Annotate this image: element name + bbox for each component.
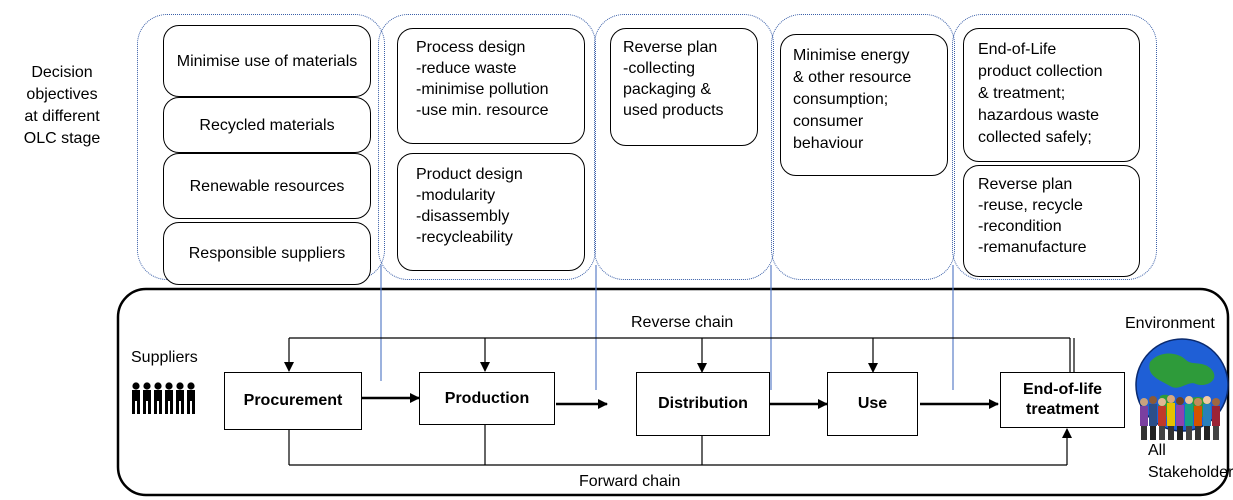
supplier-figure-icon	[154, 382, 162, 414]
supplier-figure-icon	[132, 382, 140, 414]
production-objectives-group	[378, 14, 596, 280]
stakeholders-crowd-icon	[1140, 395, 1220, 440]
objective-box-reverse-plan-collecting: Reverse plan -collecting packaging & use…	[610, 28, 758, 146]
objective-box-minimise-energy: Minimise energy & other resource consump…	[780, 34, 948, 176]
stage-procurement: Procurement	[224, 372, 362, 430]
objective-box-minimise-materials: Minimise use of materials	[163, 25, 371, 97]
suppliers-label: Suppliers	[131, 349, 198, 366]
objective-box-product-design: Product design -modularity -disassembly …	[397, 153, 585, 271]
forward-chain-label: Forward chain	[579, 473, 681, 490]
objective-box-responsible-suppliers: Responsible suppliers	[163, 222, 371, 285]
stage-use: Use	[827, 372, 918, 436]
objective-box-recycled-materials: Recycled materials	[163, 97, 371, 153]
eol-objectives-group	[952, 14, 1157, 280]
stage-end-of-life-treatment: End-of-life treatment	[1000, 372, 1125, 428]
stage-production: Production	[419, 372, 555, 425]
suppliers-figures-icon	[132, 382, 195, 414]
use-objectives-group	[771, 14, 955, 280]
all-stakeholders-label: All Stakeholders	[1148, 442, 1233, 481]
supplier-figure-icon	[176, 382, 184, 414]
reverse-chain-label: Reverse chain	[631, 314, 734, 331]
supplier-figure-icon	[143, 382, 151, 414]
objective-box-process-design: Process design -reduce waste -minimise p…	[397, 28, 585, 144]
objective-box-renewable-resources: Renewable resources	[163, 153, 371, 219]
distribution-objectives-group	[594, 14, 774, 280]
supplier-figure-icon	[187, 382, 195, 414]
environment-label: Environment	[1125, 315, 1215, 332]
supplier-figure-icon	[165, 382, 173, 414]
decision-objectives-label: Decision objectives at different OLC sta…	[23, 64, 101, 147]
objective-box-reverse-plan-reuse: Reverse plan -reuse, recycle -reconditio…	[963, 165, 1140, 277]
stage-distribution: Distribution	[636, 372, 770, 436]
objective-box-end-of-life-collection: End-of-Life product collection & treatme…	[963, 28, 1140, 162]
